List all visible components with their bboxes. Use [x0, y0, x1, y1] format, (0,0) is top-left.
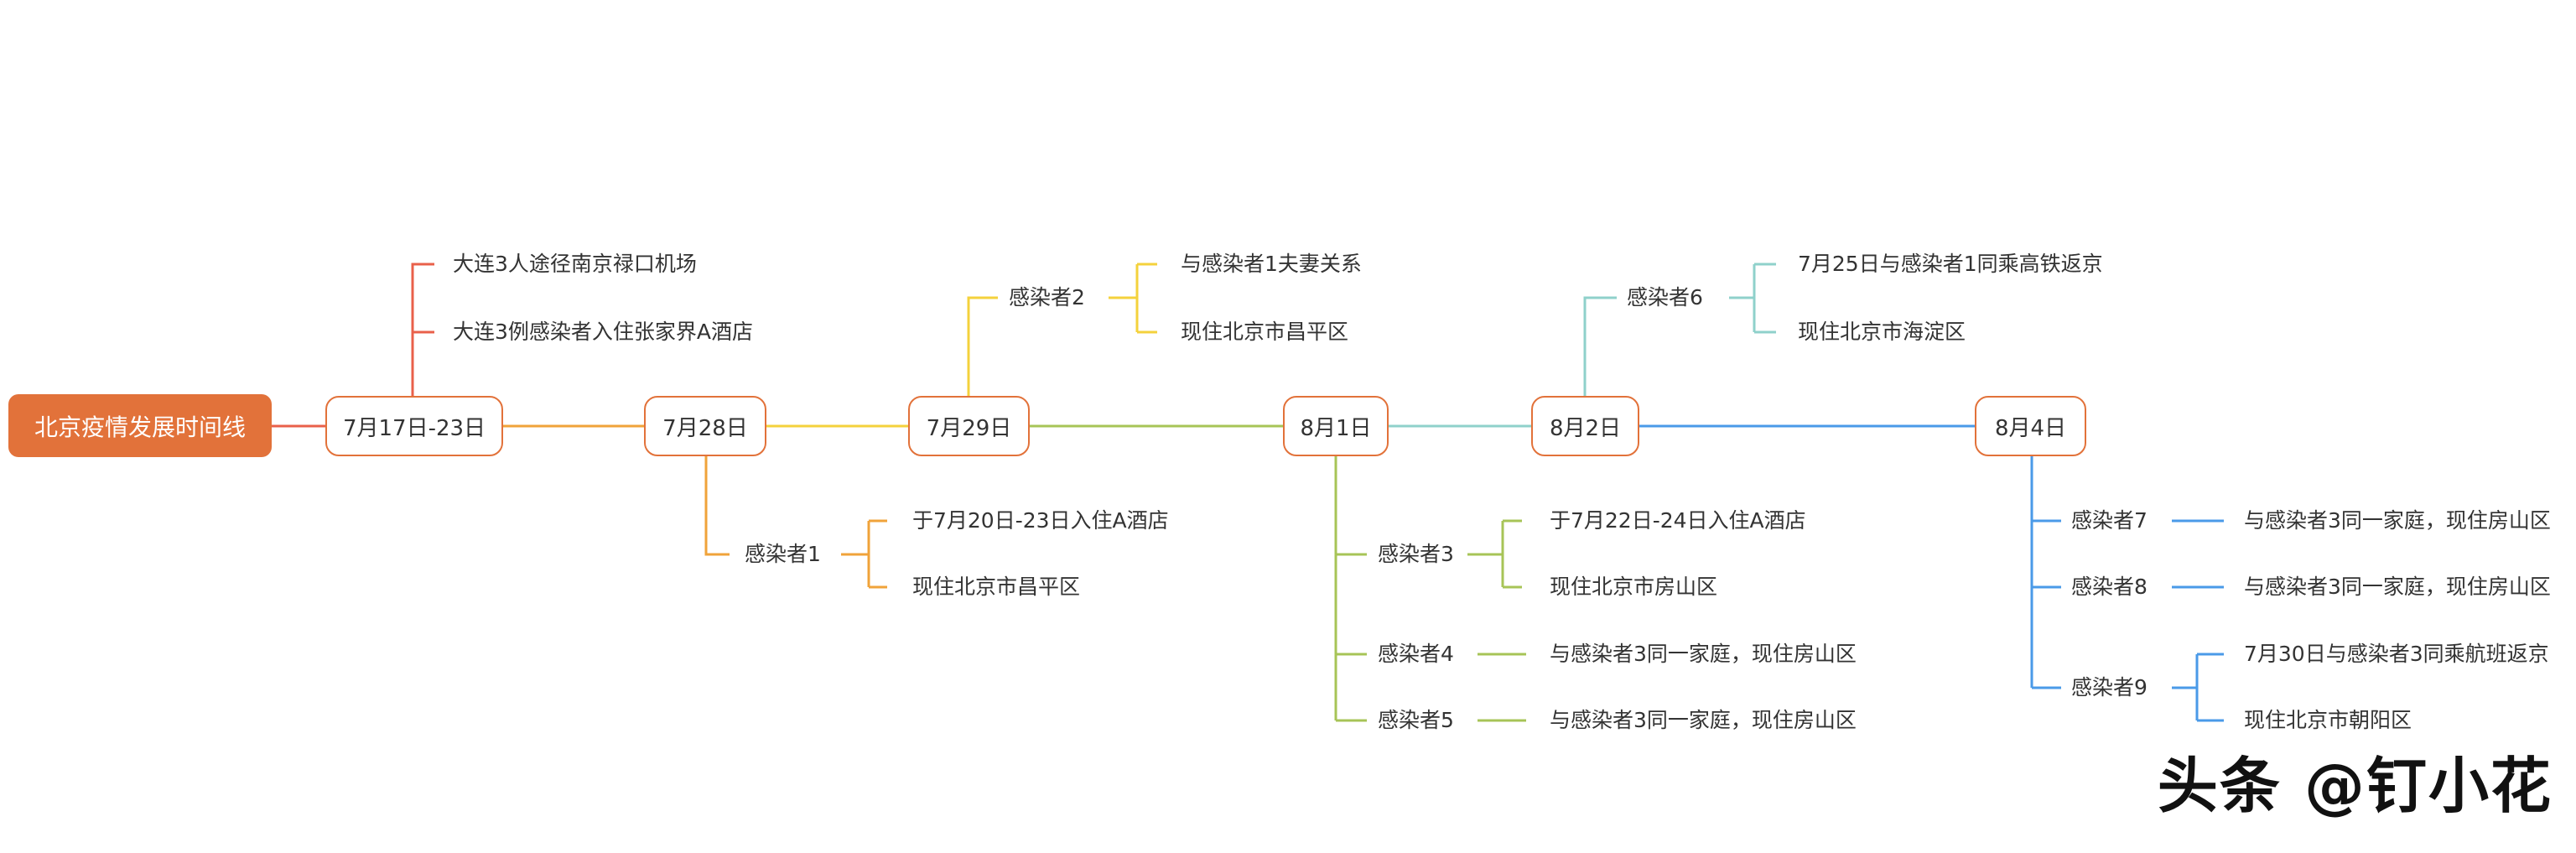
d1-item-1[interactable]: 大连3人途径南京禄口机场	[453, 252, 697, 276]
bracket-d4	[1467, 519, 1522, 589]
d6-p9-item-1[interactable]: 7月30日与感染者3同乘航班返京	[2244, 642, 2549, 666]
d6-person-8[interactable]: 感染者8	[2071, 575, 2148, 599]
d1-item-2[interactable]: 大连3例感染者入住张家界A酒店	[453, 320, 754, 344]
d4-p4-detail[interactable]: 与感染者3同一家庭，现住房山区	[1550, 642, 1857, 666]
bracket-d3	[1109, 263, 1157, 334]
d2-person[interactable]: 感染者1	[745, 542, 821, 566]
d3-person[interactable]: 感染者2	[1009, 285, 1085, 309]
bracket-p9	[2172, 653, 2224, 722]
d4-person-4[interactable]: 感染者4	[1378, 642, 1454, 666]
branch-d5	[1583, 296, 1617, 396]
date-node-2[interactable]: 7月28日	[644, 396, 766, 456]
date-node-6[interactable]: 8月4日	[1975, 396, 2086, 456]
d6-person-9[interactable]: 感染者9	[2071, 675, 2148, 700]
d4-p3-item-1[interactable]: 于7月22日-24日入住A酒店	[1550, 508, 1806, 533]
d6-person-7[interactable]: 感染者7	[2071, 508, 2148, 533]
bracket-d2	[841, 519, 887, 589]
watermark: 头条 @钉小花	[2157, 751, 2553, 821]
d4-p5-detail[interactable]: 与感染者3同一家庭，现住房山区	[1550, 708, 1857, 732]
d5-item-2[interactable]: 现住北京市海淀区	[1798, 320, 1966, 344]
date-node-3[interactable]: 7月29日	[908, 396, 1030, 456]
d3-item-1[interactable]: 与感染者1夫妻关系	[1181, 252, 1362, 276]
date-node-1[interactable]: 7月17日-23日	[325, 396, 503, 456]
d4-p3-item-2[interactable]: 现住北京市房山区	[1550, 575, 1718, 599]
d5-item-1[interactable]: 7月25日与感染者1同乘高铁返京	[1798, 252, 2103, 276]
d6-p9-item-2[interactable]: 现住北京市朝阳区	[2244, 708, 2412, 732]
d6-p8-detail[interactable]: 与感染者3同一家庭，现住房山区	[2244, 575, 2551, 599]
d2-item-2[interactable]: 现住北京市昌平区	[912, 575, 1081, 599]
d5-person[interactable]: 感染者6	[1627, 285, 1703, 309]
d6-p7-detail[interactable]: 与感染者3同一家庭，现住房山区	[2244, 508, 2551, 533]
d4-person-3[interactable]: 感染者3	[1378, 542, 1454, 566]
date-node-5[interactable]: 8月2日	[1531, 396, 1639, 456]
branch-d4	[1334, 456, 1367, 722]
branch-d1	[411, 263, 434, 396]
branch-d3	[967, 296, 998, 396]
bracket-d5	[1729, 263, 1776, 334]
branch-d2	[704, 456, 730, 556]
d3-item-2[interactable]: 现住北京市昌平区	[1181, 320, 1349, 344]
root-node[interactable]: 北京疫情发展时间线	[8, 394, 272, 457]
branch-d6	[2030, 456, 2061, 689]
d4-person-5[interactable]: 感染者5	[1378, 708, 1454, 732]
date-node-4[interactable]: 8月1日	[1283, 396, 1389, 456]
d2-item-1[interactable]: 于7月20日-23日入住A酒店	[912, 508, 1169, 533]
